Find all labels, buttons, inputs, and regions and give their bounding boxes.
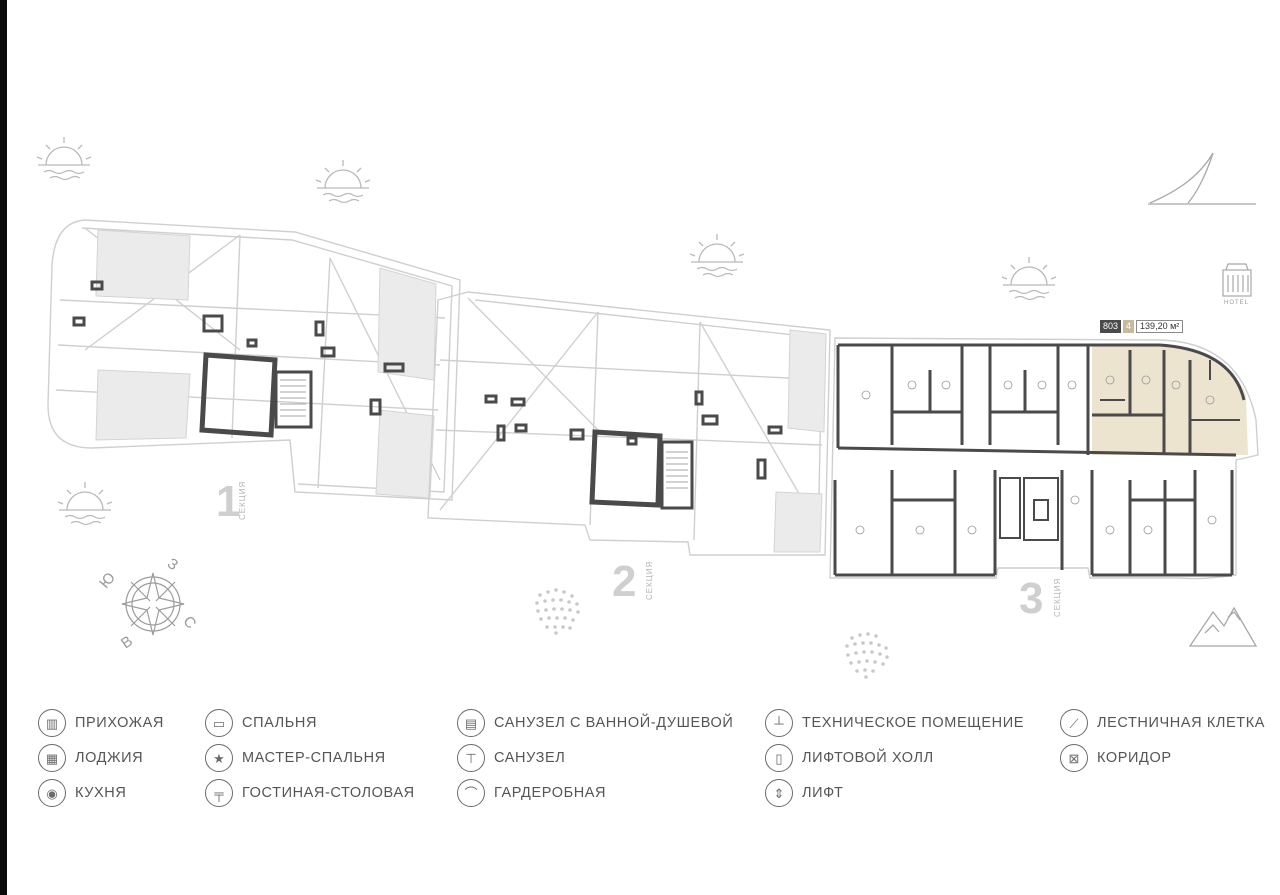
sea-sun-icon xyxy=(36,137,92,181)
section-2-word: СЕКЦИЯ xyxy=(645,560,654,600)
staircase-icon: ⟋ xyxy=(1060,709,1088,737)
legend-label: ЛИФТОВОЙ ХОЛЛ xyxy=(802,750,934,766)
legend-item-corridor: ⊠ КОРИДОР xyxy=(1060,743,1172,773)
legend-label: ЛЕСТНИЧНАЯ КЛЕТКА xyxy=(1097,715,1266,731)
section-1-stairs xyxy=(280,379,306,417)
section-3-core xyxy=(999,477,1059,541)
legend-item-toilet: ⊤ САНУЗЕЛ xyxy=(457,743,565,773)
legend-label: ТЕХНИЧЕСКОЕ ПОМЕЩЕНИЕ xyxy=(802,715,1025,731)
master-bedroom-icon: ★ xyxy=(205,744,233,772)
section-1-number: 1 xyxy=(216,477,241,526)
bathroom-shower-icon: ▤ xyxy=(457,709,485,737)
section-2-hatched-zone xyxy=(773,329,827,553)
legend-item-kitchen: ◉ КУХНЯ xyxy=(38,778,126,808)
section-1-columns xyxy=(72,280,405,416)
section-3-number: 3 xyxy=(1019,574,1044,623)
apartment-rooms: 4 xyxy=(1123,320,1135,333)
legend-label: КОРИДОР xyxy=(1097,750,1172,766)
legend-label: САНУЗЕЛ xyxy=(494,750,566,766)
legend-label: ПРИХОЖАЯ xyxy=(75,715,164,731)
section-2-core xyxy=(589,429,694,510)
apartment-area: 139,20 м² xyxy=(1136,320,1184,333)
hallway-icon: ▥ xyxy=(38,709,66,737)
hotel-label: HOTEL xyxy=(1224,300,1250,306)
sea-sun-icon xyxy=(1001,257,1057,301)
section-3-walls xyxy=(833,343,1246,577)
legend-item-elevator: ⇕ ЛИФТ xyxy=(765,778,843,808)
sea-sun-icon xyxy=(57,482,113,526)
legend-label: МАСТЕР-СПАЛЬНЯ xyxy=(242,750,386,766)
mountains-icon xyxy=(1188,606,1258,647)
technical-room-icon: ┴ xyxy=(765,709,793,737)
loggia-icon: ▦ xyxy=(38,744,66,772)
legend-item-bathroom-shower: ▤ САНУЗЕЛ С ВАННОЙ-ДУШЕВОЙ xyxy=(457,708,733,738)
section-3-plan xyxy=(829,337,1259,580)
toilet-icon: ⊤ xyxy=(457,744,485,772)
tree-dots-icon xyxy=(535,588,580,635)
section-3-room-marks xyxy=(855,375,1217,535)
elevator-hall-icon: ▯ xyxy=(765,744,793,772)
section-1-hatched-zone xyxy=(95,229,437,499)
legend-item-hallway: ▥ ПРИХОЖАЯ xyxy=(38,708,164,738)
legend-item-staircase: ⟋ ЛЕСТНИЧНАЯ КЛЕТКА xyxy=(1060,708,1265,738)
wardrobe-icon: ⌒ xyxy=(457,779,485,807)
apartment-badge[interactable]: 803 4 139,20 м² xyxy=(1100,320,1184,333)
legend-label: ЛИФТ xyxy=(802,785,844,801)
legend-item-wardrobe: ⌒ ГАРДЕРОБНАЯ xyxy=(457,778,606,808)
sea-sun-icon xyxy=(689,234,745,278)
section-2-number: 2 xyxy=(612,557,637,606)
legend-item-master-bedroom: ★ МАСТЕР-СПАЛЬНЯ xyxy=(205,743,386,773)
sail-landmark-icon xyxy=(1148,152,1256,205)
legend-item-technical-room: ┴ ТЕХНИЧЕСКОЕ ПОМЕЩЕНИЕ xyxy=(765,708,1024,738)
section-2-columns xyxy=(484,390,783,480)
legend-label: ГОСТИНАЯ-СТОЛОВАЯ xyxy=(242,785,415,801)
section-1-word: СЕКЦИЯ xyxy=(238,480,247,520)
apartment-number: 803 xyxy=(1100,320,1122,333)
section-1-core xyxy=(199,314,313,438)
bedroom-icon: ▭ xyxy=(205,709,233,737)
kitchen-icon: ◉ xyxy=(38,779,66,807)
floor-plan xyxy=(36,137,1259,679)
legend-label: САНУЗЕЛ С ВАННОЙ-ДУШЕВОЙ xyxy=(494,715,734,731)
sea-sun-icon xyxy=(315,160,371,204)
section-2-stairs xyxy=(666,451,688,489)
legend-item-elevator-hall: ▯ ЛИФТОВОЙ ХОЛЛ xyxy=(765,743,934,773)
living-dining-icon: ╤ xyxy=(205,779,233,807)
legend-label: ЛОДЖИЯ xyxy=(75,750,144,766)
hotel-icon xyxy=(1222,263,1252,297)
section-3-word: СЕКЦИЯ xyxy=(1053,577,1062,617)
legend-item-loggia: ▦ ЛОДЖИЯ xyxy=(38,743,143,773)
left-edge-bar xyxy=(0,0,7,895)
legend-item-living-dining: ╤ ГОСТИНАЯ-СТОЛОВАЯ xyxy=(205,778,415,808)
legend-label: КУХНЯ xyxy=(75,785,127,801)
tree-dots-icon xyxy=(845,632,889,679)
compass-rose-icon xyxy=(121,572,185,636)
legend-label: СПАЛЬНЯ xyxy=(242,715,318,731)
legend-item-bedroom: ▭ СПАЛЬНЯ xyxy=(205,708,317,738)
apartment-803-walls xyxy=(1100,360,1240,421)
corridor-icon: ⊠ xyxy=(1060,744,1088,772)
legend-label: ГАРДЕРОБНАЯ xyxy=(494,785,607,801)
elevator-icon: ⇕ xyxy=(765,779,793,807)
legend: ▥ ПРИХОЖАЯ ▦ ЛОДЖИЯ ◉ КУХНЯ ▭ СПАЛЬНЯ ★ … xyxy=(0,706,1280,816)
section-2-plan xyxy=(427,291,831,556)
